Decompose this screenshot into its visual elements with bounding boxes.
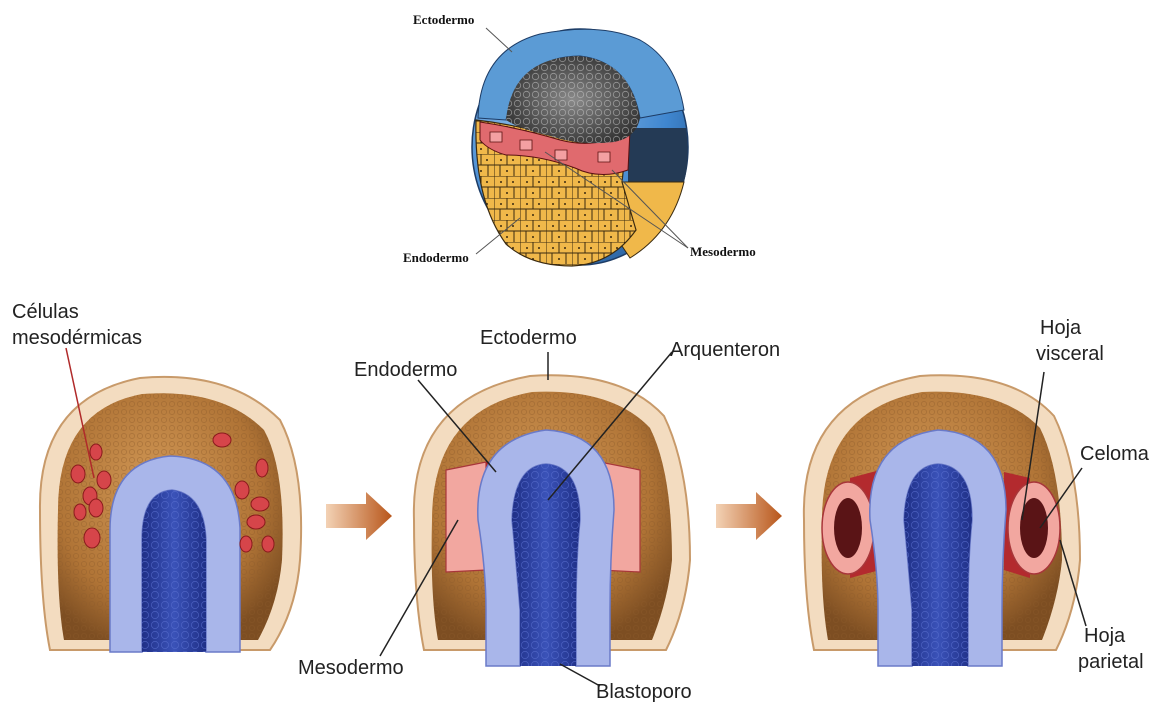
transition-arrow-2	[716, 492, 782, 540]
transition-arrow-1	[326, 492, 392, 540]
label-celulas-line1: Células	[12, 301, 79, 323]
gastrula-panel-2	[414, 375, 690, 666]
top-label-ectodermo: Ectodermo	[413, 12, 474, 27]
label-celoma: Celoma	[1080, 443, 1150, 465]
leader-blastoporo	[560, 664, 600, 686]
top-label-mesodermo: Mesodermo	[690, 244, 756, 259]
label-hoja-parietal-line1: Hoja	[1084, 625, 1126, 647]
label-mesodermo: Mesodermo	[298, 657, 404, 679]
label-endodermo: Endodermo	[354, 359, 457, 381]
leader-top-ectodermo	[486, 28, 512, 52]
gastrula-panel-1	[40, 377, 301, 652]
label-hoja-parietal-line2: parietal	[1078, 651, 1144, 673]
label-arquenteron: Arquenteron	[670, 339, 780, 361]
label-celulas-line2: mesodérmicas	[12, 327, 142, 349]
gastrula-panel-3	[804, 375, 1080, 666]
top-label-endodermo: Endodermo	[403, 250, 469, 265]
label-hoja-visceral-line2: visceral	[1036, 343, 1104, 365]
label-blastoporo: Blastoporo	[596, 681, 692, 703]
label-ectodermo: Ectodermo	[480, 327, 577, 349]
label-hoja-visceral-line1: Hoja	[1040, 317, 1082, 339]
